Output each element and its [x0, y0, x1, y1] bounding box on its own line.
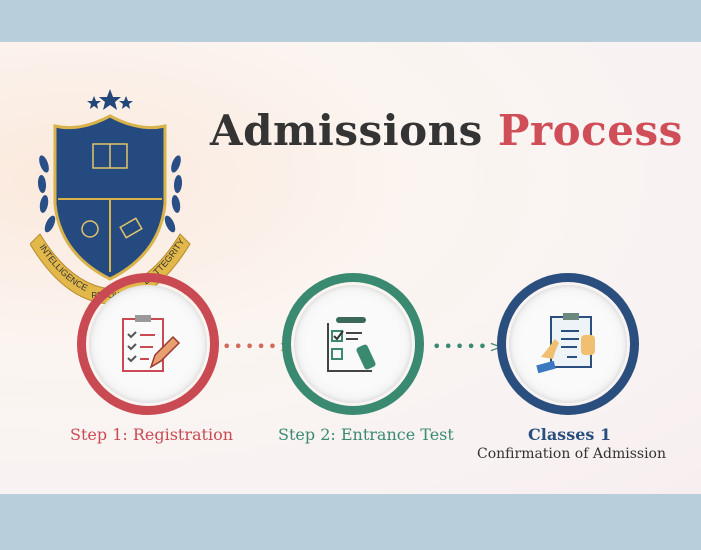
connector-arrow-2: •••••> — [432, 337, 505, 356]
step-entrance-test — [282, 273, 424, 415]
step-2-label: Step 2: Entrance Test — [278, 425, 454, 444]
school-crest-logo: INTELLIGENCE RESOLVE BS TTEGRITY — [30, 89, 191, 304]
page-title: Admissions Process — [210, 106, 683, 155]
top-band — [0, 0, 701, 42]
bottom-band — [0, 494, 701, 550]
step-registration — [77, 273, 219, 415]
test-checklist-icon — [327, 317, 376, 372]
step-3-sublabel: Confirmation of Admission — [477, 446, 666, 462]
step-1-label: Step 1: Registration — [70, 425, 234, 444]
step-3-label: Classes 1 — [528, 425, 612, 444]
clipboard-pencil-icon — [122, 315, 181, 372]
step-confirmation — [497, 273, 639, 415]
hand-clipboard-icon — [536, 313, 595, 374]
infographic: INTELLIGENCE RESOLVE BS TTEGRITY Admissi… — [0, 42, 701, 494]
